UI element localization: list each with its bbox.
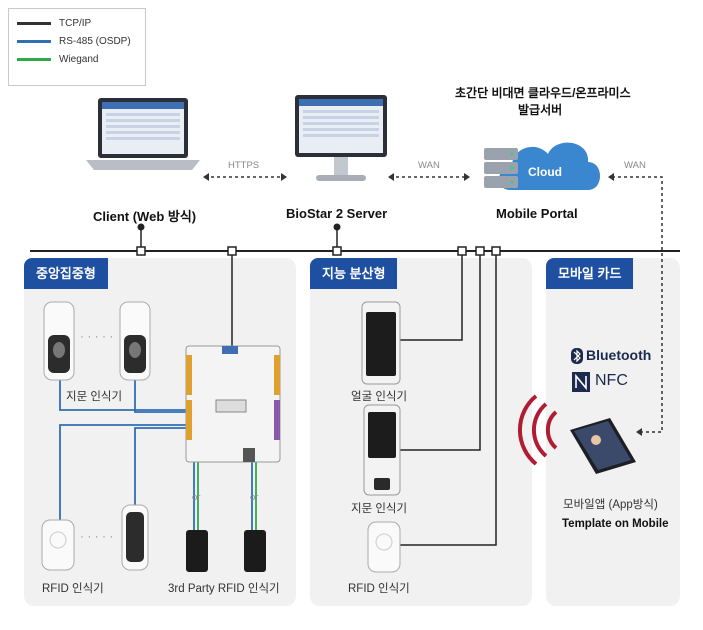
third-party-label: 3rd Party RFID 인식기	[168, 583, 280, 595]
face-reader-label: 얼굴 인식기	[351, 391, 408, 403]
laptop-icon	[86, 98, 200, 170]
fingerprint-reader-icon	[363, 404, 401, 496]
smartphone-icon	[570, 418, 636, 474]
portal-caption-line2: 발급서버	[518, 103, 563, 117]
bluetooth-icon	[571, 348, 583, 364]
or-label: or	[192, 492, 201, 503]
rfid-reader-icon	[367, 521, 401, 573]
portal-caption-line1: 초간단 비대면 클라우드/온프라미스	[455, 86, 631, 100]
legend: TCP/IP RS-485 (OSDP) Wiegand	[8, 8, 146, 86]
link-wan-label: WAN	[624, 160, 646, 171]
svg-text:· · · · ·: · · · · ·	[80, 329, 113, 343]
rfid-label: RFID 인식기	[42, 583, 104, 595]
or-label: or	[250, 492, 259, 503]
fingerprint-reader-icon	[43, 301, 75, 381]
rfid-label: RFID 인식기	[348, 583, 410, 595]
link-https-label: HTTPS	[228, 160, 260, 171]
legend-label: RS-485 (OSDP)	[59, 35, 131, 47]
nfc-label: NFC	[595, 372, 628, 389]
cloud-text: Cloud	[528, 165, 562, 179]
rfid-reader-icon	[121, 504, 149, 571]
server-label: BioStar 2 Server	[286, 206, 388, 221]
portal-label: Mobile Portal	[496, 206, 578, 221]
panel-title: 중앙집중형	[24, 258, 108, 289]
svg-text:· · · · ·: · · · · ·	[80, 529, 113, 543]
client-label: Client (Web 방식)	[93, 209, 197, 224]
panel-intelligent: 지능 분산형	[310, 258, 532, 606]
legend-label: Wiegand	[59, 53, 99, 65]
nfc-icon	[572, 372, 590, 392]
legend-item-wiegand: Wiegand	[17, 52, 98, 66]
monitor-icon	[295, 95, 387, 181]
fingerprint-label: 지문 인식기	[351, 503, 408, 515]
legend-label: TCP/IP	[59, 17, 92, 29]
panel-title: 모바일 카드	[546, 258, 634, 289]
cloud-server-icon	[484, 142, 600, 190]
template-label: Template on Mobile	[562, 518, 669, 530]
legend-item-rs485: RS-485 (OSDP)	[17, 34, 131, 48]
third-party-reader-icon	[186, 530, 266, 572]
bluetooth-label: Bluetooth	[586, 347, 652, 363]
controller-board-icon	[185, 345, 281, 463]
face-reader-icon	[361, 301, 401, 385]
app-label: 모바일앱 (App방식)	[563, 499, 658, 511]
panel-title: 지능 분산형	[310, 258, 398, 289]
link-wan-label: WAN	[418, 160, 440, 171]
wireless-signal-icon	[518, 394, 558, 466]
legend-item-tcp: TCP/IP	[17, 16, 91, 30]
rfid-reader-icon	[41, 519, 75, 571]
fingerprint-label: 지문 인식기	[66, 391, 123, 403]
fingerprint-reader-icon	[119, 301, 151, 381]
